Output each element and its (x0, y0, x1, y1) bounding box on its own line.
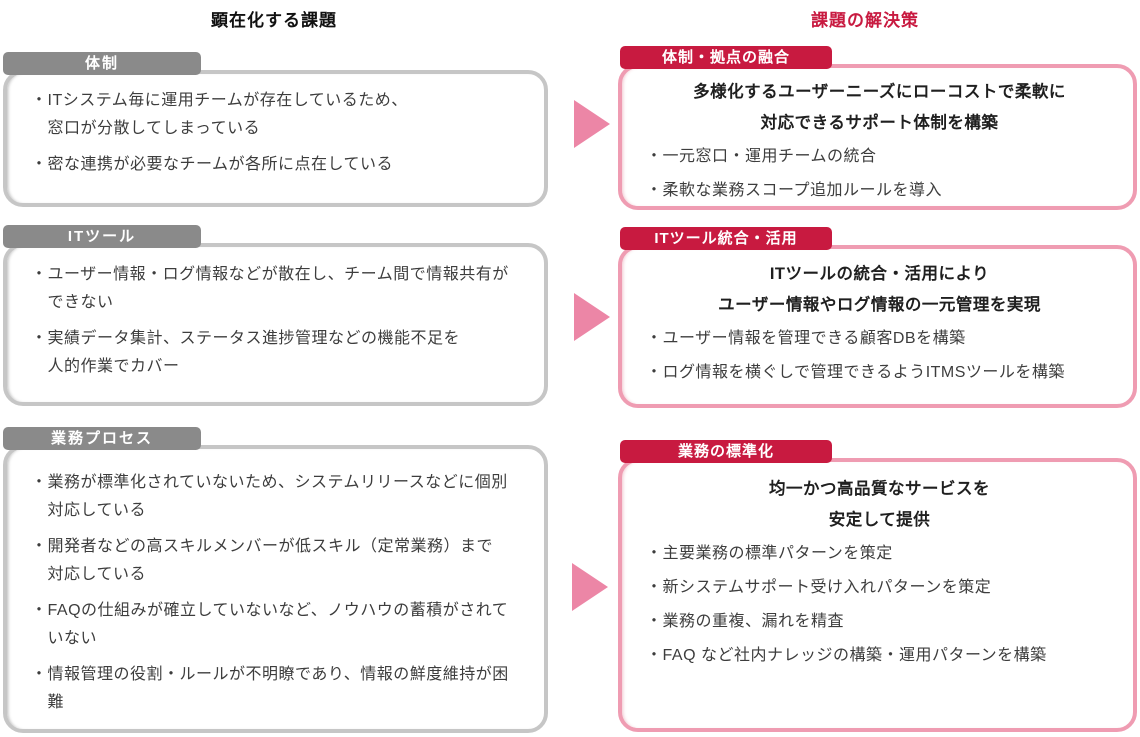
solutions-column-header: 課題の解決策 (811, 11, 919, 30)
solution-headline: ITツールの統合・活用により ユーザー情報やログ情報の一元管理を実現 (718, 265, 1041, 314)
problem-box-body: ・業務が標準化されていないため、システムリリースなどに個別 対応している ・開発… (7, 449, 544, 717)
solution-box-body: 多様化するユーザーニーズにローコストで柔軟に 対応できるサポート体制を構築 ・一… (622, 68, 1133, 207)
solution-headline: 均一かつ高品質なサービスを 安定して提供 (769, 480, 990, 529)
problem-bullet: ・密な連携が必要なチームが各所に点在している (31, 156, 394, 173)
solution-bullet: ・一元窓口・運用チームの統合 (646, 148, 877, 165)
problem-tab-it-tools: ITツール (3, 225, 201, 248)
right-arrow-icon (574, 293, 610, 341)
problem-bullet: ・実績データ集計、ステータス進捗管理などの機能不足を 人的作業でカバー (31, 330, 461, 375)
problem-box-structure: 体制 ・ITシステム毎に運用チームが存在しているため、 窓口が分散してしまってい… (3, 52, 548, 207)
problem-tab-structure: 体制 (3, 52, 201, 75)
solution-headline: 多様化するユーザーニーズにローコストで柔軟に 対応できるサポート体制を構築 (693, 83, 1066, 132)
problem-bullet: ・業務が標準化されていないため、システムリリースなどに個別 対応している (31, 474, 508, 519)
solution-bullet: ・FAQ など社内ナレッジの構築・運用パターンを構築 (646, 647, 1047, 664)
solution-box-body: ITツールの統合・活用により ユーザー情報やログ情報の一元管理を実現 ・ユーザー… (622, 249, 1133, 389)
problem-box-body: ・ITシステム毎に運用チームが存在しているため、 窓口が分散してしまっている ・… (7, 74, 544, 179)
solution-box-standardization: 業務の標準化 均一かつ高品質なサービスを 安定して提供 ・主要業務の標準パターン… (618, 440, 1137, 732)
solution-bullet: ・ログ情報を横ぐしで管理できるようITMSツールを構築 (646, 364, 1065, 381)
solution-bullet: ・ユーザー情報を管理できる顧客DBを構築 (646, 330, 966, 347)
solution-box-structure-merge: 体制・拠点の融合 多様化するユーザーニーズにローコストで柔軟に 対応できるサポー… (618, 46, 1137, 210)
solution-box-body: 均一かつ高品質なサービスを 安定して提供 ・主要業務の標準パターンを策定 ・新シ… (622, 462, 1133, 672)
solution-box-it-tool-integration: ITツール統合・活用 ITツールの統合・活用により ユーザー情報やログ情報の一元… (618, 227, 1137, 408)
problem-bullet: ・情報管理の役割・ルールが不明瞭であり、情報の鮮度維持が困 難 (31, 666, 509, 711)
problem-tab-business-process: 業務プロセス (3, 427, 201, 450)
solution-tab-standardization: 業務の標準化 (620, 440, 832, 463)
problem-bullet: ・ユーザー情報・ログ情報などが散在し、チーム間で情報共有が できない (31, 266, 509, 311)
solution-bullet: ・新システムサポート受け入れパターンを策定 (646, 579, 992, 596)
problem-bullet: ・開発者などの高スキルメンバーが低スキル（定常業務）まで 対応している (31, 538, 494, 583)
right-arrow-icon (572, 563, 608, 611)
problem-box-body: ・ユーザー情報・ログ情報などが散在し、チーム間で情報共有が できない ・実績デー… (7, 247, 544, 381)
right-arrow-icon (574, 100, 610, 148)
solution-bullet: ・主要業務の標準パターンを策定 (646, 545, 893, 562)
solution-bullet: ・業務の重複、漏れを精査 (646, 613, 845, 630)
problem-box-it-tools: ITツール ・ユーザー情報・ログ情報などが散在し、チーム間で情報共有が できない… (3, 225, 548, 406)
solution-tab-it-tool-integration: ITツール統合・活用 (620, 227, 832, 250)
problem-box-business-process: 業務プロセス ・業務が標準化されていないため、システムリリースなどに個別 対応し… (3, 427, 548, 733)
problem-bullet: ・ITシステム毎に運用チームが存在しているため、 窓口が分散してしまっている (31, 92, 408, 137)
solution-bullet: ・柔軟な業務スコープ追加ルールを導入 (646, 182, 943, 199)
problems-column-header: 顕在化する課題 (211, 11, 337, 30)
problem-bullet: ・FAQの仕組みが確立していないなど、ノウハウの蓄積がされて いない (31, 602, 509, 647)
solution-tab-structure-merge: 体制・拠点の融合 (620, 46, 832, 69)
